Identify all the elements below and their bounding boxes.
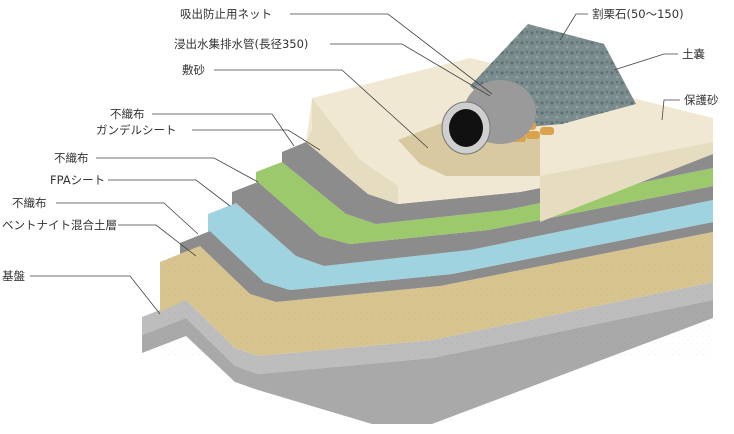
leader-lines bbox=[30, 13, 680, 315]
labels: 吸出防止用ネット 浸出水集排水管(長径350) 敷砂 割栗石(50〜150) 土… bbox=[2, 7, 719, 283]
nonwoven-1-band bbox=[282, 142, 713, 224]
label-protective-sand: 保護砂 bbox=[684, 93, 719, 107]
pipe-opening bbox=[449, 109, 483, 147]
layer-nonwoven-1 bbox=[282, 142, 713, 224]
label-fpa-sheet: FPAシート bbox=[50, 173, 105, 187]
nonwoven-2-band bbox=[232, 182, 713, 266]
gandel-sheet-band bbox=[256, 162, 713, 244]
drain-pipe bbox=[441, 80, 536, 155]
layer-gandel-sheet bbox=[256, 162, 713, 244]
label-gandel-sheet: ガンデルシート bbox=[96, 123, 177, 137]
label-nonwoven-1: 不織布 bbox=[110, 107, 145, 121]
layer-fpa-sheet bbox=[208, 200, 713, 290]
label-bedding-sand: 敷砂 bbox=[182, 63, 205, 77]
label-bentonite: ベントナイト混合土層 bbox=[2, 218, 117, 232]
label-nonwoven-3: 不織布 bbox=[12, 196, 47, 210]
label-sandbag: 土嚢 bbox=[682, 47, 705, 61]
label-base: 基盤 bbox=[2, 269, 25, 283]
label-crushed-stone: 割栗石(50〜150) bbox=[592, 7, 684, 21]
fpa-sheet-band bbox=[208, 200, 713, 290]
layer-nonwoven-2 bbox=[232, 182, 713, 266]
sandbag-2 bbox=[526, 131, 540, 139]
protective-sand-side bbox=[306, 98, 398, 204]
sandbag-3 bbox=[540, 127, 554, 135]
label-drain-pipe: 浸出水集排水管(長径350) bbox=[174, 37, 308, 51]
label-suction-net: 吸出防止用ネット bbox=[180, 7, 272, 21]
label-nonwoven-2: 不織布 bbox=[54, 151, 89, 165]
protective-sand-front bbox=[540, 142, 713, 222]
